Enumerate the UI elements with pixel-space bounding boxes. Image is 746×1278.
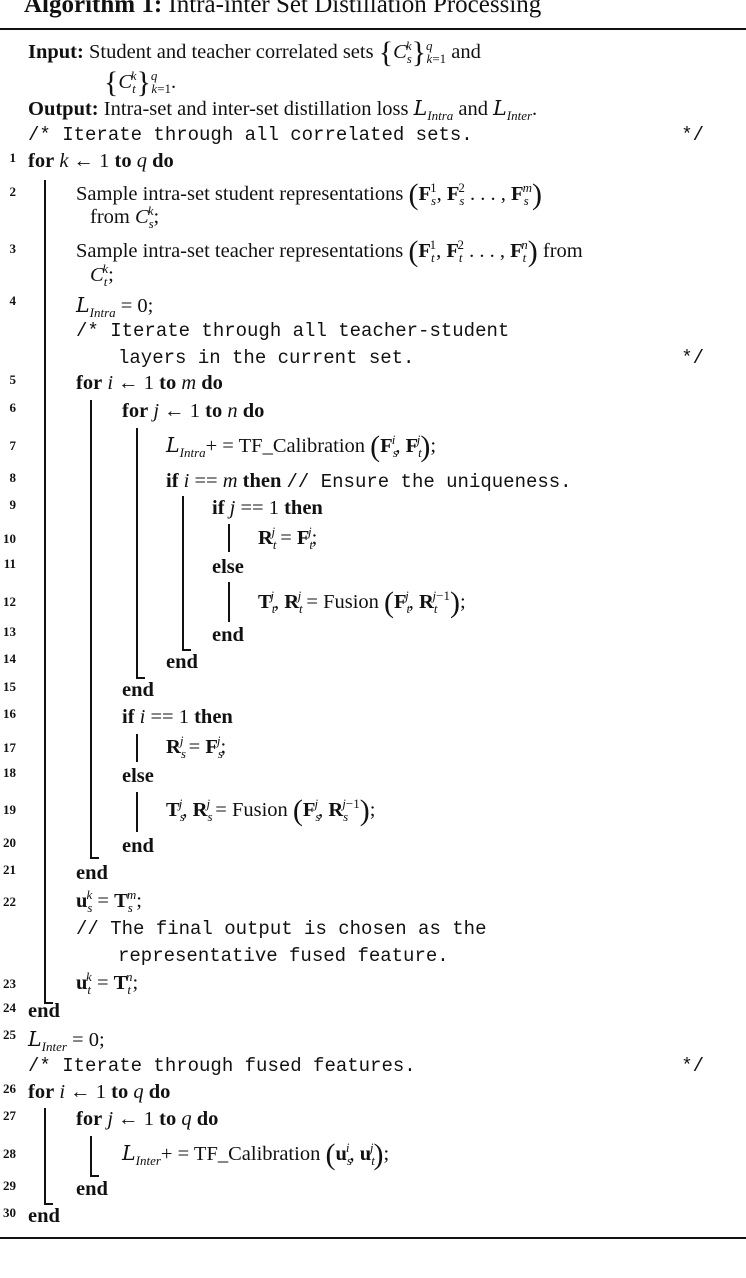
block-hook: [90, 857, 99, 859]
block-line: [136, 734, 138, 762]
comment-close: */: [681, 347, 704, 369]
comment-text: // Ensure the uniqueness.: [286, 471, 572, 493]
line-number: 1: [9, 150, 17, 165]
comment-text: /* Iterate through fused features.: [28, 1055, 416, 1077]
block-hook: [182, 649, 191, 651]
input-text: Student and teacher correlated sets: [88, 41, 374, 63]
line-number: 18: [3, 765, 16, 780]
line-number: 26: [3, 1081, 16, 1096]
block-line: [90, 1136, 92, 1176]
line-number: 25: [3, 1027, 16, 1042]
line-number: 2: [9, 184, 17, 199]
block-line: [44, 1108, 46, 1204]
line-number: 14: [3, 651, 16, 666]
line-number: 30: [3, 1205, 16, 1220]
line-number: 27: [3, 1108, 16, 1123]
comment-text: representative fused feature.: [118, 945, 449, 967]
input-and: and: [451, 41, 481, 63]
top-rule: [0, 28, 746, 30]
input-label: Input:: [28, 41, 84, 63]
line-number: 15: [3, 679, 16, 694]
line-number: 17: [3, 740, 16, 755]
line-number: 22: [3, 894, 16, 909]
block-line: [228, 524, 230, 552]
block-hook: [136, 677, 145, 679]
line-number: 11: [3, 556, 16, 571]
comment-close: */: [681, 1055, 704, 1077]
line-number: 21: [3, 862, 16, 877]
block-hook: [44, 1002, 53, 1004]
algorithm-title: Algorithm 1: Intra-inter Set Distillatio…: [24, 0, 744, 20]
block-hook: [90, 1175, 99, 1177]
line-number: 4: [9, 293, 17, 308]
block-line: [90, 400, 92, 858]
line-number: 29: [3, 1178, 16, 1193]
comment-text: layers in the current set.: [118, 347, 415, 369]
output-and: and: [458, 98, 488, 120]
line-number: 9: [9, 497, 17, 512]
comment-text: /* Iterate through all correlated sets.: [28, 124, 473, 146]
algorithm-name: Intra-inter Set Distillation Processing: [168, 0, 542, 18]
output-text: Intra-set and inter-set distillation los…: [103, 98, 409, 120]
output-label: Output:: [28, 98, 99, 120]
line-number: 3: [9, 241, 17, 256]
line-number: 8: [9, 470, 17, 485]
line-number: 13: [3, 624, 16, 639]
line-number: 7: [9, 438, 17, 453]
block-line: [136, 792, 138, 832]
block-line: [182, 496, 184, 650]
line-number: 16: [3, 706, 16, 721]
block-hook: [44, 1203, 53, 1205]
block-line: [228, 582, 230, 622]
algorithm-label: Algorithm 1:: [24, 0, 163, 18]
block-line: [44, 180, 46, 1002]
bottom-rule: [0, 1237, 746, 1239]
comment-text: /* Iterate through all teacher-student: [76, 320, 510, 342]
line-number: 24: [3, 1000, 16, 1015]
line-number: 12: [3, 594, 16, 609]
block-line: [136, 428, 138, 678]
line-number: 5: [9, 372, 17, 387]
line-number: 10: [3, 531, 16, 546]
comment-text: // The final output is chosen as the: [76, 918, 487, 940]
line-number: 19: [3, 802, 16, 817]
line-number: 6: [9, 400, 17, 415]
comment-close: */: [681, 124, 704, 146]
line-number: 23: [3, 976, 16, 991]
line-number: 20: [3, 835, 16, 850]
line-number: 28: [3, 1146, 16, 1161]
